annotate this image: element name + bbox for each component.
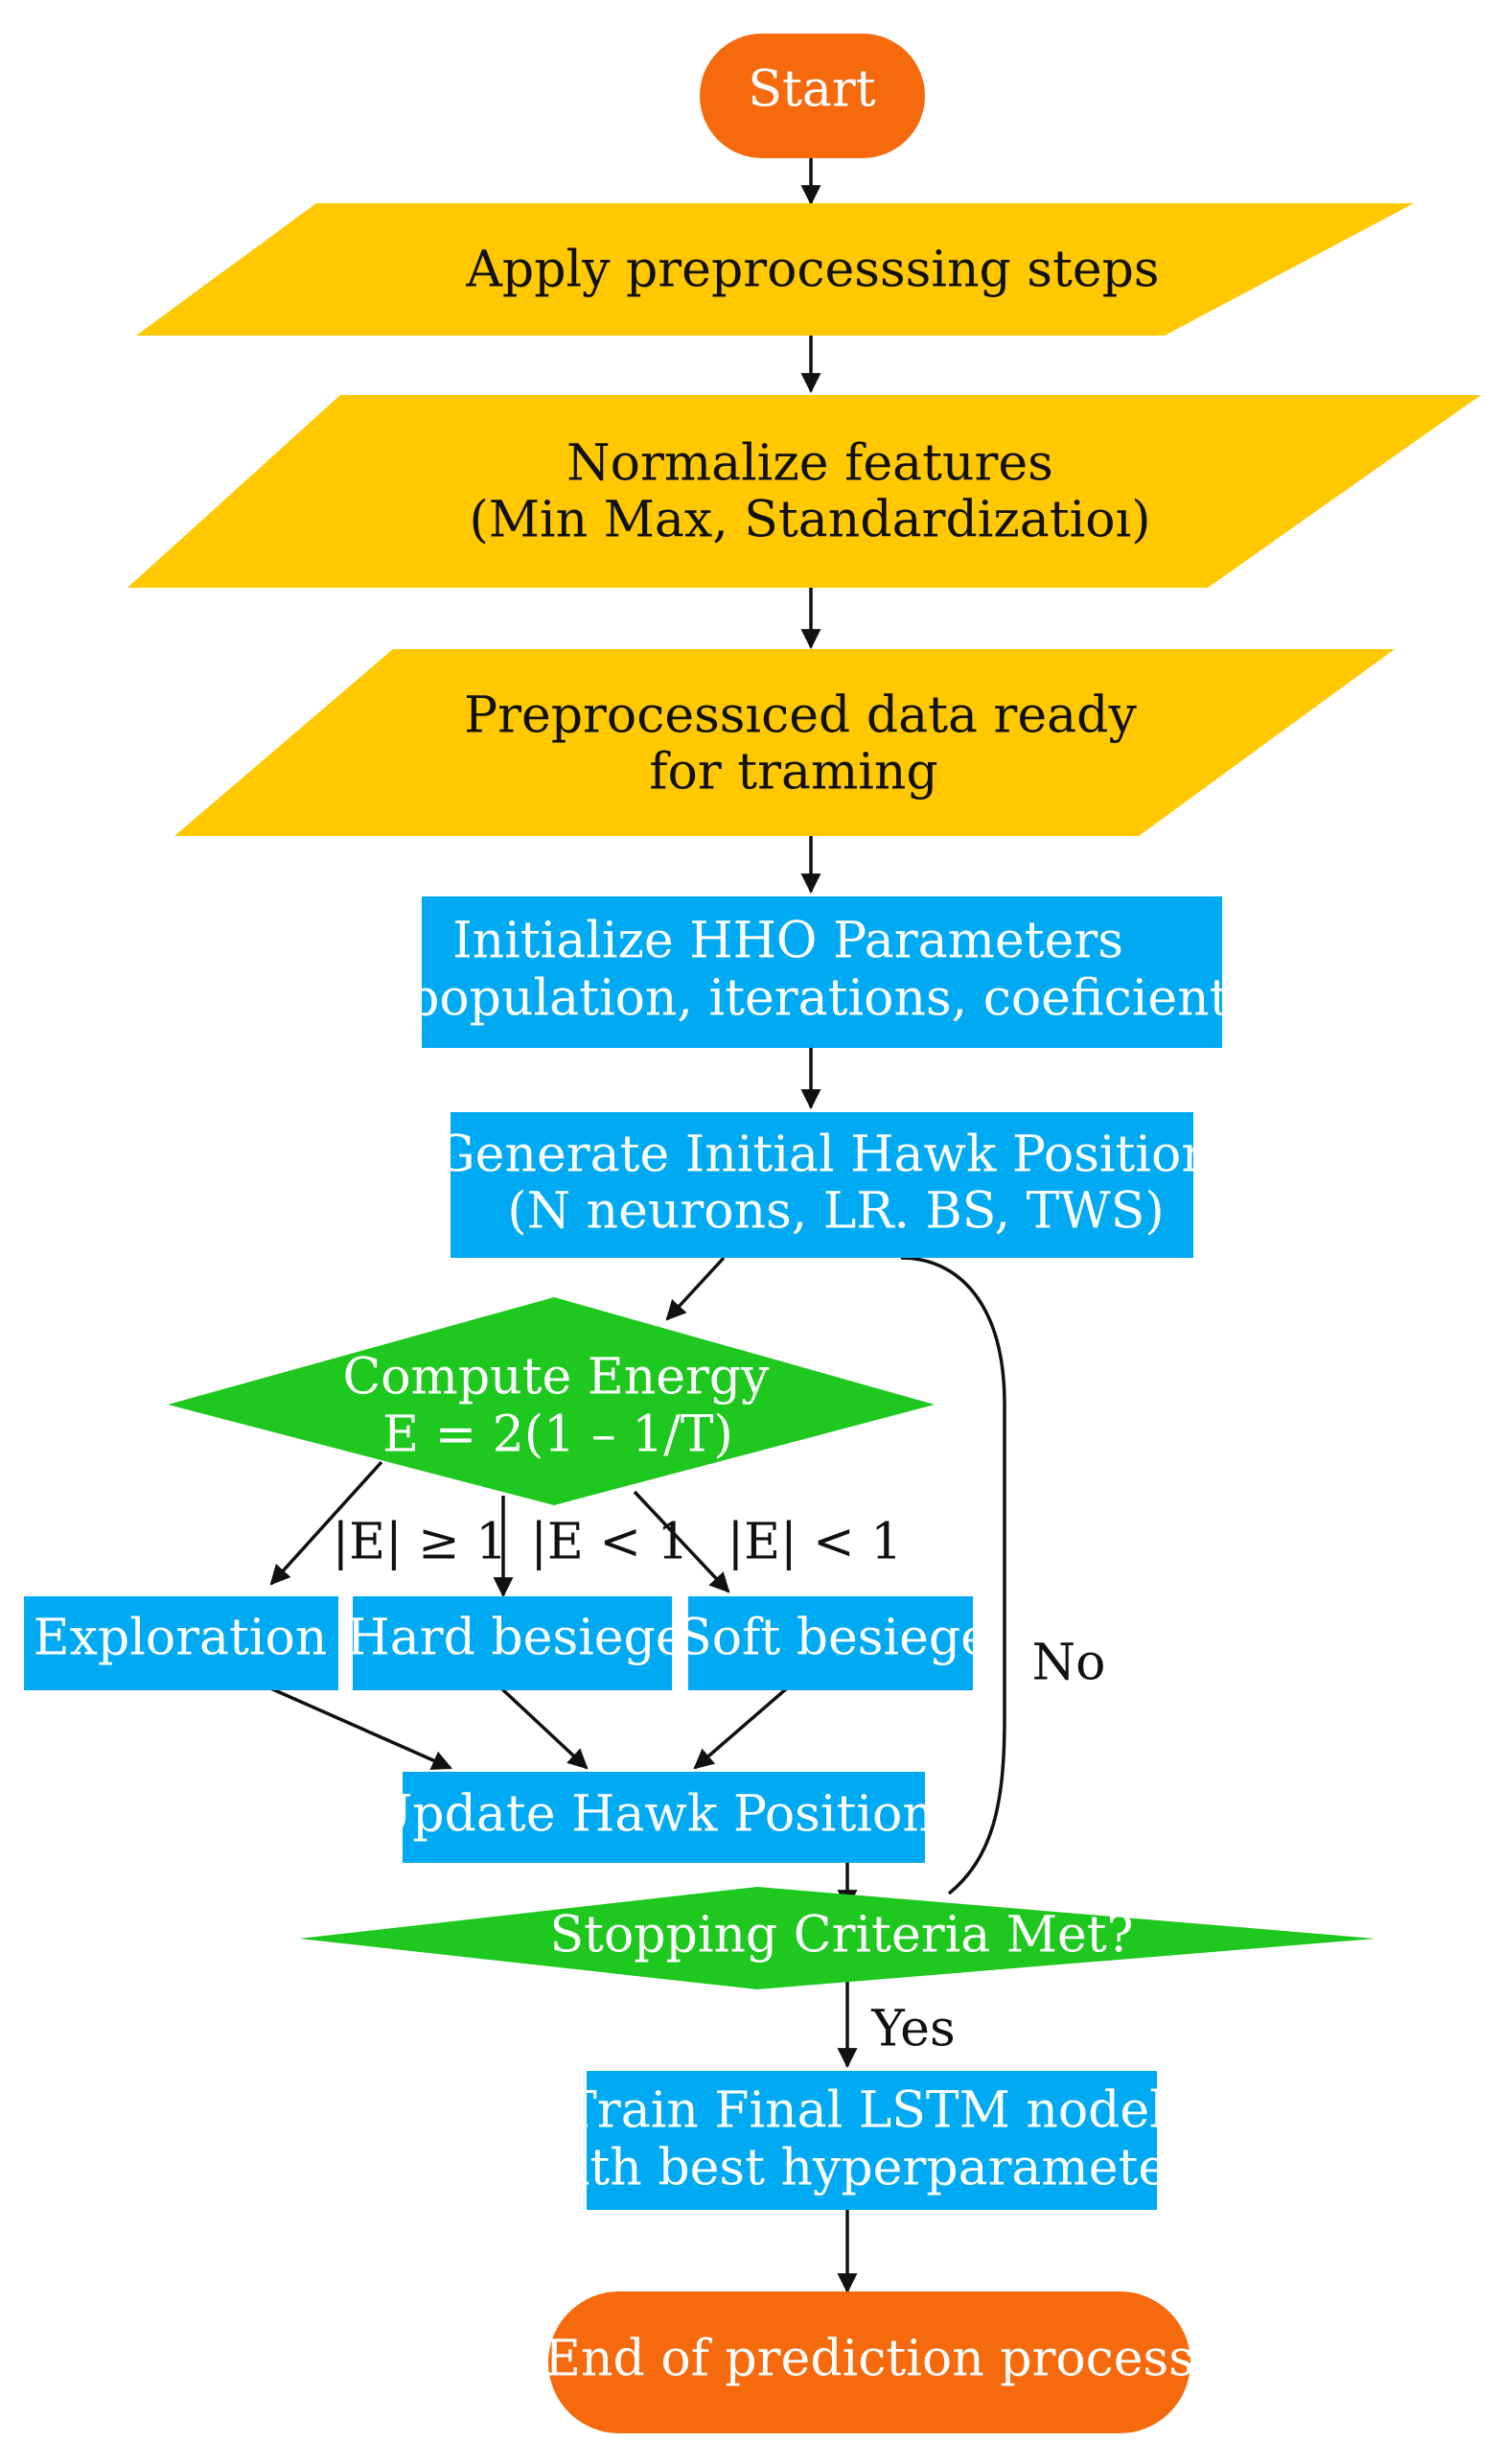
train-label-line2: with best hyperparameters xyxy=(531,2140,1216,2197)
normalize-shape xyxy=(127,395,1481,588)
edge-label-no: No xyxy=(1032,1635,1106,1692)
update-step: Update Hawk Positions xyxy=(370,1772,960,1863)
stopping-label: Stopping Criteria Met? xyxy=(549,1907,1133,1964)
start-shape xyxy=(700,34,925,158)
soft-besiege-label: Soft besiege xyxy=(678,1610,990,1667)
soft-besiege-shape xyxy=(688,1596,973,1690)
init-label-line1: Initialize HHO Parameters xyxy=(452,913,1123,970)
normalize-label-line1: Normalize features xyxy=(566,435,1053,493)
normalize-label-line2: (Min Max, Standardizatioı) xyxy=(469,492,1150,549)
edges xyxy=(267,153,1006,2294)
edge-label-soft: |E < 1 xyxy=(530,1514,688,1571)
edge-label-yes: Yes xyxy=(870,2001,955,2058)
hard-besiege-shape xyxy=(353,1596,672,1690)
generate-step: Generate Initial Hawk Position (N neuron… xyxy=(435,1112,1213,1258)
edge-hard-update xyxy=(498,1685,589,1770)
edge-stopping-no-loop xyxy=(900,1256,1006,1895)
edge-energy-exploration xyxy=(269,1460,383,1586)
init-step: Initialize HHO Parameters (population, i… xyxy=(388,896,1255,1048)
start-terminal: Start xyxy=(700,34,925,158)
ready-step: Preprocessıced data ready for traming xyxy=(174,649,1395,836)
energy-label-line2: E = 2(1 – 1/T) xyxy=(382,1406,733,1464)
update-label: Update Hawk Positions xyxy=(370,1786,959,1844)
soft-besiege-step: Soft besiege xyxy=(678,1596,990,1690)
energy-shape xyxy=(168,1297,935,1505)
exploration-step: Exploration xyxy=(24,1596,338,1690)
ready-label-line1: Preprocessıced data ready xyxy=(464,687,1137,745)
edge-label-hard: |E| ≥ 1 xyxy=(333,1514,508,1571)
generate-label-line1: Generate Initial Hawk Position xyxy=(435,1127,1213,1184)
stopping-shape xyxy=(299,1887,1375,1989)
stopping-decision: Stopping Criteria Met? xyxy=(299,1887,1375,1989)
start-label: Start xyxy=(748,61,875,119)
energy-decision: Compute Energy E = 2(1 – 1/T) xyxy=(168,1297,935,1505)
edge-exploration-update xyxy=(267,1685,452,1770)
edge-soft-update xyxy=(693,1685,790,1770)
preprocess-shape xyxy=(136,203,1414,336)
preprocess-label: Apply preprocesssing steps xyxy=(465,242,1159,299)
energy-label-line1: Compute Energy xyxy=(342,1349,770,1406)
ready-shape xyxy=(174,649,1395,836)
preprocess-step: Apply preprocesssing steps xyxy=(136,203,1414,336)
update-shape xyxy=(403,1772,925,1863)
generate-label-line2: (N neurons, LR. BS, TWS) xyxy=(507,1183,1164,1241)
edge-label-soft2: |E| < 1 xyxy=(728,1514,903,1571)
exploration-shape xyxy=(24,1596,338,1690)
init-label-line2: (population, iterations, coeficients xyxy=(388,970,1255,1028)
train-label-line1: Train Final LSTM nodel xyxy=(564,2082,1166,2140)
generate-shape xyxy=(451,1112,1193,1258)
hard-besiege-step: Hard besiege xyxy=(346,1596,685,1690)
init-shape xyxy=(422,896,1222,1048)
hard-besiege-label: Hard besiege xyxy=(346,1610,684,1667)
train-shape xyxy=(587,2071,1157,2210)
edge-energy-soft xyxy=(633,1490,730,1593)
edge-generate-energy xyxy=(665,1256,726,1321)
ready-label-line2: for traming xyxy=(649,744,937,802)
end-shape xyxy=(548,2291,1190,2433)
train-step: Train Final LSTM nodel with best hyperpa… xyxy=(531,2071,1217,2210)
end-label: End of prediction process xyxy=(544,2331,1194,2388)
normalize-step: Normalize features (Min Max, Standardiza… xyxy=(127,395,1481,588)
end-terminal: End of prediction process xyxy=(544,2291,1194,2433)
exploration-label: Exploration xyxy=(34,1610,328,1667)
